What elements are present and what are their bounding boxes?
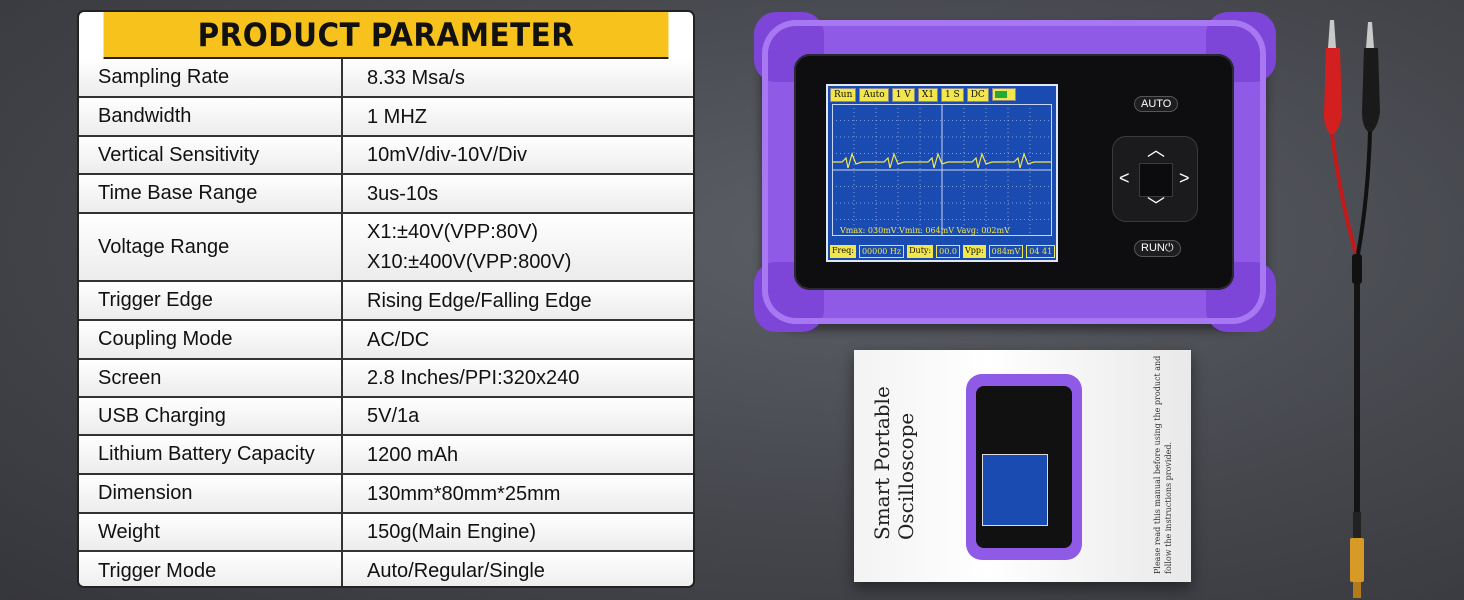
spec-name: Sampling Rate xyxy=(79,59,343,96)
spec-value-line: 130mm*80mm*25mm xyxy=(367,482,561,505)
spec-value: 3us-10s xyxy=(343,175,693,212)
spec-value-line: 8.33 Msa/s xyxy=(367,66,465,89)
spec-value: 1200 mAh xyxy=(343,436,693,473)
spec-value: 130mm*80mm*25mm xyxy=(343,475,693,512)
red-alligator-clip xyxy=(1324,20,1358,255)
screen-tag: X1 xyxy=(917,88,938,102)
spec-value-line: X1:±40V(VPP:80V) xyxy=(367,221,539,243)
spec-row: Bandwidth 1 MHZ xyxy=(79,98,693,137)
spec-row: Trigger Edge Rising Edge/Falling Edge xyxy=(79,282,693,321)
arrow-left-icon[interactable]: < xyxy=(1119,168,1130,188)
freq-label: Freq: xyxy=(830,245,856,258)
battery-icon xyxy=(991,88,1016,101)
spec-row: Screen 2.8 Inches/PPI:320x240 xyxy=(79,360,693,398)
spec-value-line: 150g(Main Engine) xyxy=(367,521,536,543)
spec-table-title: PRODUCT PARAMETER xyxy=(103,12,669,59)
user-manual: Smart Portable Oscilloscope Please read … xyxy=(854,350,1191,582)
arrow-right-icon[interactable]: > xyxy=(1179,168,1190,188)
spec-value-line: Rising Edge/Falling Edge xyxy=(367,289,592,312)
arrow-up-icon[interactable]: ︿ xyxy=(1147,140,1165,160)
spec-value: AC/DC xyxy=(343,321,693,358)
vpp-value: 084mV xyxy=(988,245,1024,258)
spec-name: Coupling Mode xyxy=(79,321,343,358)
spec-row: Time Base Range 3us-10s xyxy=(79,175,693,214)
spec-value: 2.8 Inches/PPI:320x240 xyxy=(343,360,693,396)
spec-name: Lithium Battery Capacity xyxy=(79,436,343,473)
dpad-center-button[interactable] xyxy=(1139,163,1173,197)
spec-row: Voltage Range X1:±40V(VPP:80V) X10:±400V(V… xyxy=(79,214,693,282)
spec-name: Bandwidth xyxy=(79,98,343,135)
spec-name: Time Base Range xyxy=(79,175,343,212)
device-screen: Run Auto 1 V X1 1 S DC Vmax: xyxy=(826,84,1058,262)
spec-value-line: AC/DC xyxy=(367,328,430,351)
freq-value: 00000 Hz xyxy=(858,245,905,258)
spec-name: Vertical Sensitivity xyxy=(79,137,343,173)
spec-value: 5V/1a xyxy=(343,398,693,434)
spec-value: X1:±40V(VPP:80V) X10:±400V(VPP:800V) xyxy=(343,214,693,280)
screen-tag: 1 V xyxy=(891,88,915,102)
vpp-label: Vpp: xyxy=(962,245,986,258)
spec-name: Trigger Edge xyxy=(79,282,343,319)
spec-row: Sampling Rate 8.33 Msa/s xyxy=(79,59,693,98)
spec-name: USB Charging xyxy=(79,398,343,434)
waveform-trace xyxy=(832,152,1052,169)
spec-name: Voltage Range xyxy=(79,214,343,280)
spec-value-line: 1 MHZ xyxy=(367,105,427,128)
spec-value-line: 2.8 Inches/PPI:320x240 xyxy=(367,367,580,389)
spec-row: Coupling Mode AC/DC xyxy=(79,321,693,360)
run-power-button[interactable]: RUN⏻ xyxy=(1134,240,1181,257)
spec-value: Rising Edge/Falling Edge xyxy=(343,282,693,319)
spec-value-line: 1200 mAh xyxy=(367,443,459,466)
arrow-down-icon[interactable]: ﹀ xyxy=(1147,196,1165,216)
manual-title-line1: Smart Portable xyxy=(870,386,894,540)
spec-value: 1 MHZ xyxy=(343,98,693,135)
screen-tag: 1 S xyxy=(940,88,964,102)
manual-device-screen xyxy=(982,454,1048,526)
manual-device-illustration xyxy=(966,374,1082,560)
spec-value: 150g(Main Engine) xyxy=(343,514,693,550)
spec-name: Weight xyxy=(79,514,343,550)
direction-pad[interactable]: ︿ ﹀ < > xyxy=(1112,136,1198,222)
manual-title-line2: Oscilloscope xyxy=(894,412,918,540)
spec-value-line: X10:±400V(VPP:800V) xyxy=(367,251,572,273)
spec-row: Lithium Battery Capacity 1200 mAh xyxy=(79,436,693,475)
time-value: 04 41 xyxy=(1026,245,1056,258)
spec-name: Trigger Mode xyxy=(79,552,343,586)
screen-tag: Auto xyxy=(859,88,889,102)
spec-value-line: Auto/Regular/Single xyxy=(367,560,545,582)
black-alligator-clip xyxy=(1356,22,1380,255)
spec-value: 10mV/div-10V/Div xyxy=(343,137,693,173)
spec-value-line: 10mV/div-10V/Div xyxy=(367,144,528,166)
screen-tag: Run xyxy=(830,88,857,102)
screen-status-bar: Run Auto 1 V X1 1 S DC xyxy=(830,88,1016,102)
spec-value-line: 5V/1a xyxy=(367,405,420,427)
spec-value: Auto/Regular/Single xyxy=(343,552,693,586)
spec-row: USB Charging 5V/1a xyxy=(79,398,693,436)
spec-value: 8.33 Msa/s xyxy=(343,59,693,96)
spec-row: Vertical Sensitivity 10mV/div-10V/Div xyxy=(79,137,693,175)
screen-footer: Freq: 00000 Hz Duty: 00.0 Vpp: 084mV 04 … xyxy=(830,245,1056,258)
spec-row: Weight 150g(Main Engine) xyxy=(79,514,693,552)
duty-value: 00.0 xyxy=(936,245,960,258)
manual-note: Please read this manual before using the… xyxy=(1153,355,1173,574)
spec-name: Screen xyxy=(79,360,343,396)
manual-title: Smart Portable Oscilloscope xyxy=(870,386,918,540)
spec-row: Dimension 130mm*80mm*25mm xyxy=(79,475,693,514)
screen-tag: DC xyxy=(966,88,989,102)
spec-table: PRODUCT PARAMETER Sampling Rate 8.33 Msa/… xyxy=(77,10,695,588)
screen-measurements: Vmax: 030mV Vmin: 064mV Vavg: 002mV xyxy=(840,226,1010,235)
test-probe xyxy=(1324,20,1380,598)
spec-value-line: 3us-10s xyxy=(367,182,439,205)
duty-label: Duty: xyxy=(907,245,934,258)
waveform-grid xyxy=(832,104,1052,236)
oscilloscope-device: Run Auto 1 V X1 1 S DC Vmax: xyxy=(754,12,1276,332)
spec-row: Trigger Mode Auto/Regular/Single xyxy=(79,552,693,586)
spec-name: Dimension xyxy=(79,475,343,512)
auto-button[interactable]: AUTO xyxy=(1134,96,1179,112)
